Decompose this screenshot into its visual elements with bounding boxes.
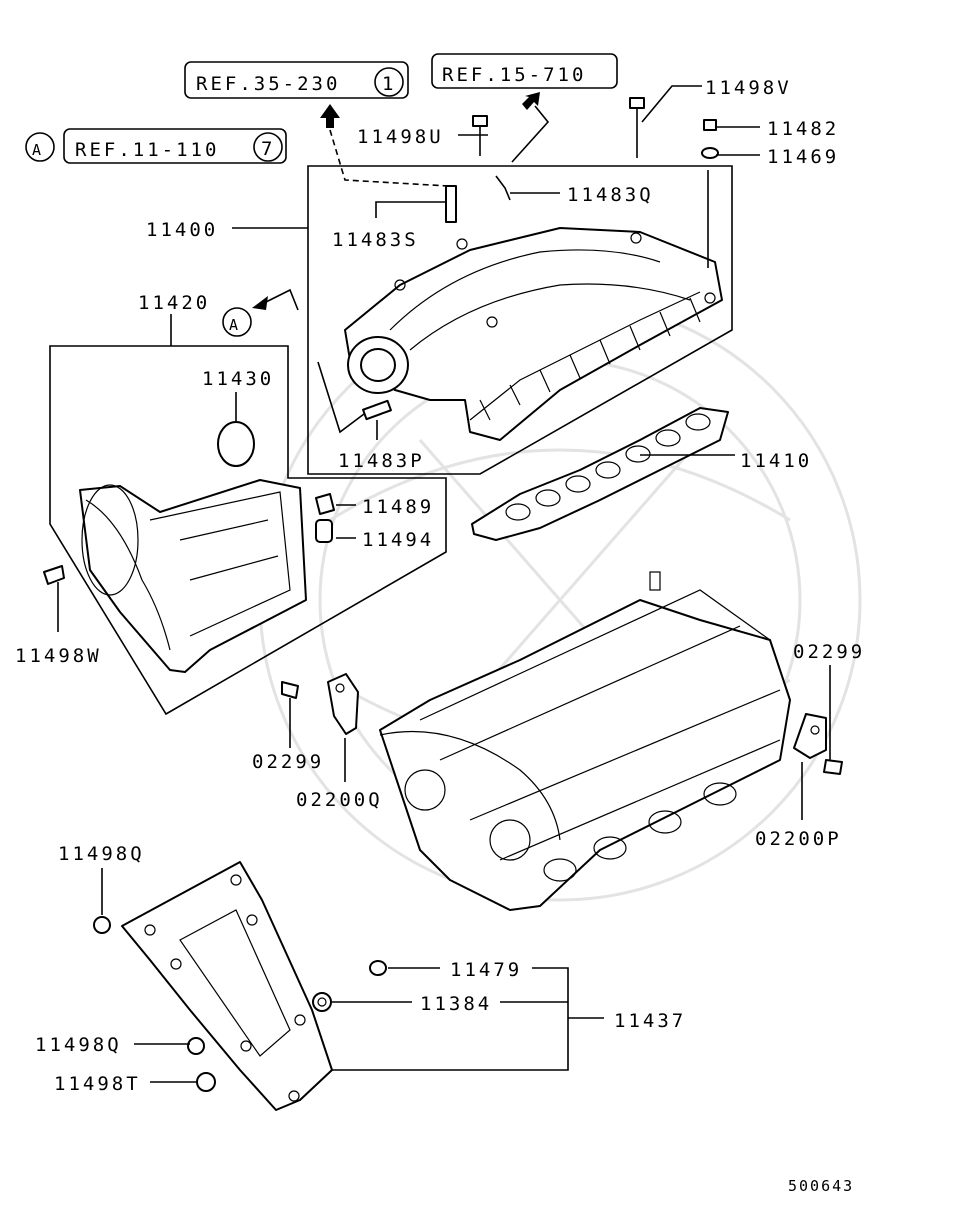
label-11498Q-bottom: 11498Q — [35, 1034, 122, 1056]
label-11489: 11489 — [362, 496, 434, 518]
nut-11498Q-top[interactable] — [93, 916, 111, 934]
bolt-11498V[interactable] — [629, 97, 645, 158]
leaders-brackets — [289, 665, 831, 820]
ref-11-110-box[interactable]: A REF.11-110 7 — [25, 128, 287, 164]
nut-11482[interactable] — [703, 119, 717, 131]
ref-11-110-text: REF.11-110 — [75, 139, 219, 161]
label-11482: 11482 — [767, 118, 839, 140]
intake-manifold[interactable] — [344, 227, 723, 441]
ref-35-230-number: 1 — [382, 73, 396, 95]
stud-11483S[interactable] — [445, 185, 457, 223]
bushing-11494[interactable] — [315, 519, 333, 543]
ref-arrows — [320, 92, 550, 187]
nut-11498Q-bottom[interactable] — [187, 1037, 205, 1055]
bracket-02200Q[interactable] — [327, 673, 359, 735]
label-11483P: 11483P — [338, 450, 425, 472]
lower-intake-group-frame — [49, 345, 447, 716]
label-02200P: 02200P — [755, 828, 842, 850]
label-11420: 11420 — [138, 292, 210, 314]
label-11384: 11384 — [420, 993, 492, 1015]
label-11498Q-top: 11498Q — [58, 843, 145, 865]
marker-a-label: A — [32, 141, 43, 159]
o-ring-11430[interactable] — [217, 421, 255, 467]
label-11479: 11479 — [450, 959, 522, 981]
label-02299-left: 02299 — [252, 751, 324, 773]
stud-11483Q[interactable] — [495, 175, 511, 201]
marker-a-arrow: A — [222, 288, 299, 337]
leaders-lower — [101, 868, 604, 1083]
drawing-id: 500643 — [788, 1177, 854, 1195]
label-11430: 11430 — [202, 368, 274, 390]
label-11400: 11400 — [146, 219, 218, 241]
ref-15-710-box[interactable]: REF.15-710 — [431, 53, 618, 89]
washer-11469[interactable] — [701, 147, 719, 159]
ref-11-110-number: 7 — [261, 138, 275, 160]
intake-manifold-group-frame — [307, 165, 733, 475]
label-11483S: 11483S — [332, 229, 419, 251]
gasket-11410[interactable] — [471, 407, 729, 541]
bracket-02200P[interactable] — [793, 713, 827, 759]
cylinder-head[interactable] — [379, 571, 791, 911]
grommet-11489[interactable] — [315, 493, 335, 515]
marker-a-circle — [25, 132, 55, 162]
label-11469: 11469 — [767, 146, 839, 168]
bolt-11498W[interactable] — [43, 565, 65, 585]
label-11494: 11494 — [362, 529, 434, 551]
marker-a-label-2: A — [229, 316, 240, 334]
bolt-11498U[interactable] — [472, 115, 488, 156]
label-11498T: 11498T — [54, 1073, 141, 1095]
plenum-11420[interactable] — [79, 479, 307, 673]
label-11498U: 11498U — [357, 126, 444, 148]
washer-11479[interactable] — [369, 960, 387, 976]
leaders-top — [232, 85, 760, 440]
label-02299-right: 02299 — [793, 641, 865, 663]
label-11437: 11437 — [614, 1010, 686, 1032]
leaders-11489-11494 — [336, 504, 356, 539]
label-11498V: 11498V — [705, 77, 792, 99]
support-bracket-11437[interactable] — [121, 861, 333, 1111]
part-labels: 11498V 11482 11469 11498U 11483Q 11400 1… — [15, 77, 865, 1195]
ref-35-230-text: REF.35-230 — [196, 73, 340, 95]
bushing-11384[interactable] — [312, 992, 332, 1012]
label-11410: 11410 — [740, 450, 812, 472]
stud-11483P[interactable] — [362, 399, 392, 421]
ref-35-230-box[interactable]: REF.35-230 1 — [184, 61, 409, 99]
bolt-02299-right[interactable] — [823, 759, 843, 775]
label-11483Q: 11483Q — [567, 184, 654, 206]
label-02200Q: 02200Q — [296, 789, 383, 811]
label-11498W: 11498W — [15, 645, 102, 667]
ref-15-710-text: REF.15-710 — [442, 64, 586, 86]
clip-11498T[interactable] — [196, 1072, 216, 1092]
bolt-02299-left[interactable] — [281, 681, 299, 699]
